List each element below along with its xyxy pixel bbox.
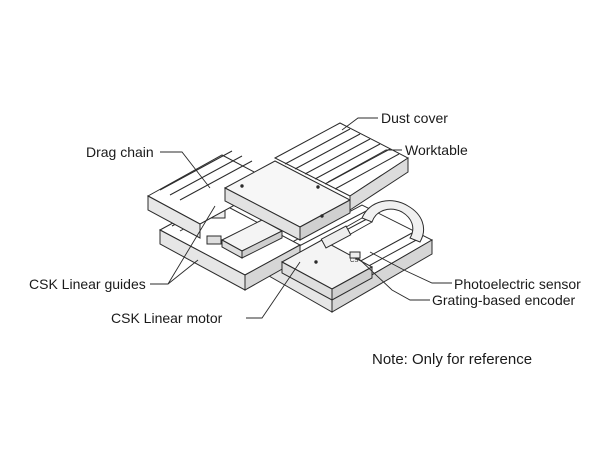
label-linear-guides: CSK Linear guides bbox=[29, 276, 146, 292]
dust-cover bbox=[273, 122, 409, 211]
svg-text:CS: CS bbox=[350, 258, 358, 264]
label-dust-cover: Dust cover bbox=[381, 110, 448, 126]
leader-lines bbox=[150, 117, 452, 319]
reference-note: Note: Only for reference bbox=[372, 351, 533, 368]
worktable-plate bbox=[223, 160, 352, 241]
label-worktable: Worktable bbox=[405, 142, 468, 158]
linear-motor bbox=[280, 239, 374, 301]
label-grating-encoder: Grating-based encoder bbox=[432, 292, 576, 308]
upper-axis-left bbox=[146, 150, 277, 239]
encoder-parts: CS bbox=[320, 225, 361, 264]
label-linear-motor: CSK Linear motor bbox=[111, 310, 223, 326]
label-drag-chain: Drag chain bbox=[86, 144, 154, 160]
guide-blocks-left bbox=[206, 219, 284, 259]
label-photoelectric-sensor: Photoelectric sensor bbox=[454, 276, 581, 292]
